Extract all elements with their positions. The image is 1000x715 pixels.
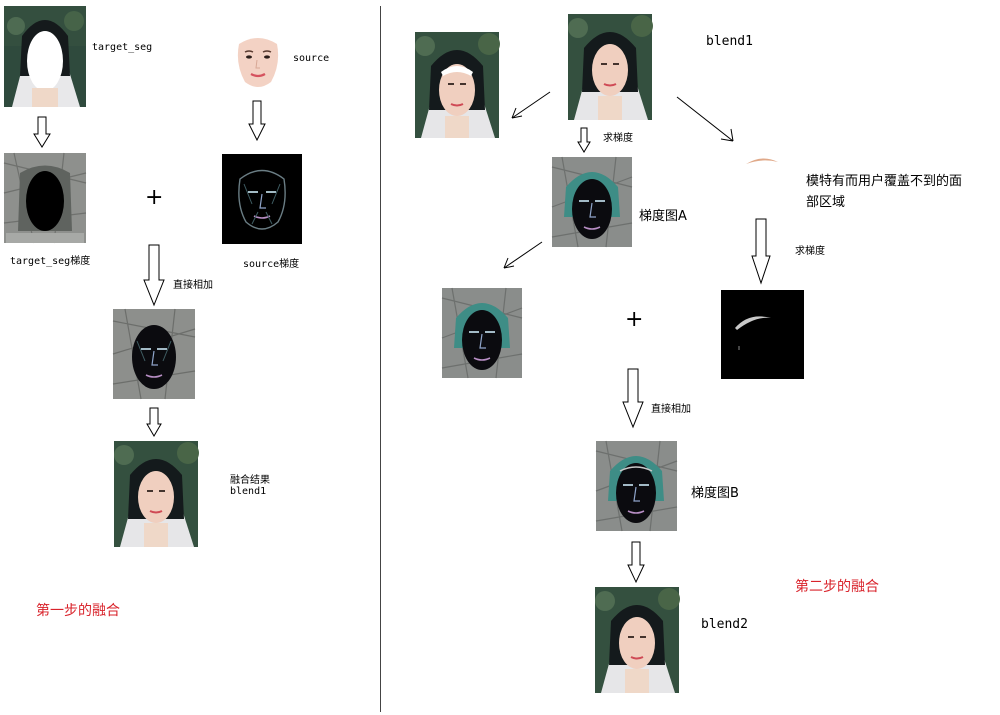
- arrow-down-icon: [622, 368, 644, 429]
- direct-add-label-2: 直接相加: [651, 404, 691, 415]
- blend1-with-patch-image: [415, 32, 500, 138]
- source-label: source: [293, 53, 330, 64]
- blend1-label: blend1: [230, 486, 267, 497]
- target-seg-gradient-image: [3, 152, 87, 244]
- arrow-down-icon: [248, 100, 266, 142]
- blend1-result-image: [114, 441, 199, 547]
- gradient-map-b-image: [595, 440, 678, 532]
- blend1-image: [568, 14, 653, 120]
- source-gradient-image: [222, 154, 302, 244]
- plus-sign: +: [625, 307, 644, 332]
- arrow-down-icon: [751, 218, 771, 285]
- gradient-map-a-copy-image: [441, 287, 523, 379]
- arrow-down-icon: [146, 407, 162, 437]
- blend2-label: blend2: [701, 617, 748, 632]
- uncovered-region-label-line1: 模特有而用户覆盖不到的面: [806, 174, 963, 189]
- blend1-title-label: blend1: [706, 34, 753, 49]
- gradient-map-a-label: 梯度图A: [639, 209, 687, 224]
- arrow-down-icon: [627, 541, 645, 584]
- uncovered-region-gradient-image: [721, 290, 804, 379]
- arrow-down-icon: [33, 116, 51, 148]
- gradient-label-2: 求梯度: [795, 246, 825, 257]
- summed-gradient-image: [112, 308, 196, 400]
- target-seg-label: target_seg: [92, 42, 153, 53]
- blend2-image: [595, 587, 680, 693]
- plus-sign: +: [145, 185, 164, 210]
- section-divider: [380, 6, 381, 712]
- arrow-down-icon: [577, 127, 591, 153]
- arrow-right-down-icon: [676, 96, 734, 142]
- gradient-label: 求梯度: [603, 133, 633, 144]
- fusion-result-label: 融合结果: [230, 475, 270, 486]
- source-face-image: [237, 38, 279, 87]
- step1-title: 第一步的融合: [36, 603, 120, 619]
- arrow-left-down-icon: [511, 91, 551, 119]
- uncovered-region-label-line2: 部区域: [806, 195, 846, 210]
- target-seg-image: [4, 6, 86, 107]
- direct-add-label: 直接相加: [173, 280, 213, 291]
- gradient-map-a-image: [551, 156, 633, 248]
- uncovered-region-image: [746, 158, 778, 164]
- arrow-down-icon: [143, 244, 165, 307]
- step2-title: 第二步的融合: [795, 579, 879, 595]
- target-seg-gradient-label: target_seg梯度: [10, 256, 91, 267]
- gradient-map-b-label: 梯度图B: [691, 486, 739, 501]
- source-gradient-label: source梯度: [243, 259, 300, 270]
- arrow-left-down-icon: [503, 241, 543, 269]
